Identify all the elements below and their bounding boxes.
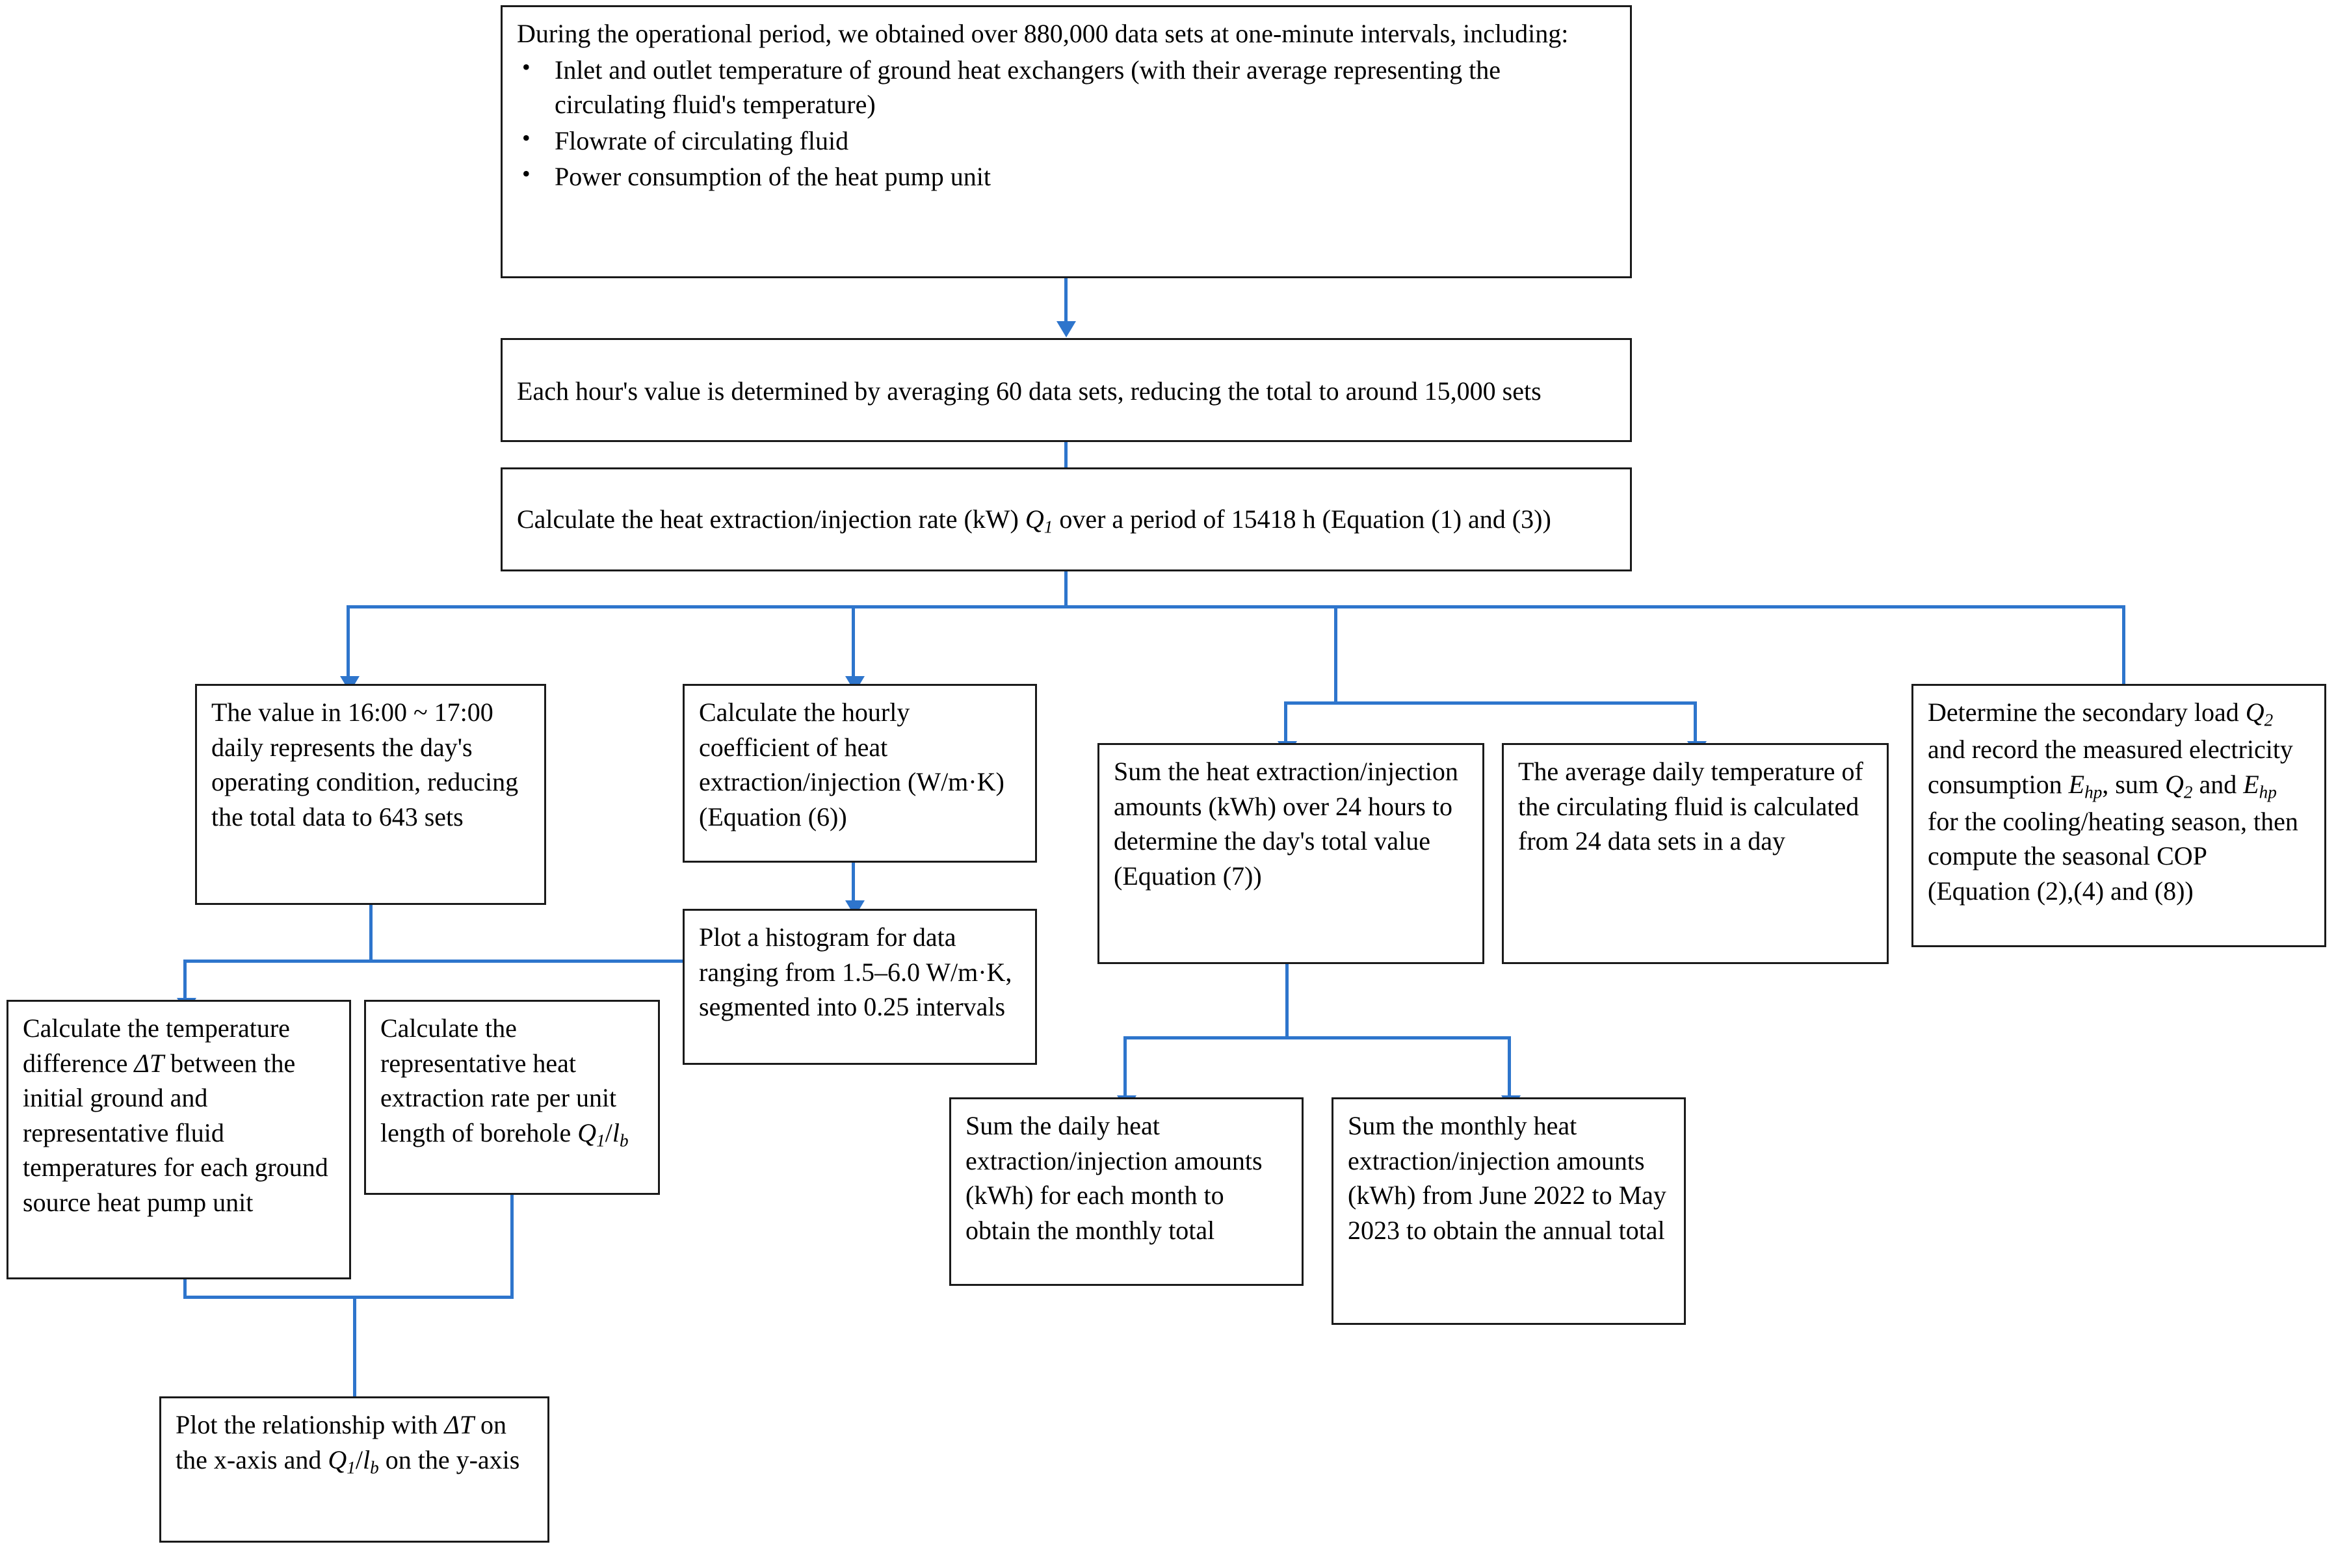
secload-line1: Determine the secondary load — [1928, 698, 2246, 727]
edge-n5-n6 — [852, 863, 855, 902]
node-data-collection-intro: During the operational period, we obtain… — [517, 19, 1569, 48]
node-histogram-plot-text: Plot a histogram for data ranging from 1… — [699, 922, 1012, 1022]
edge-n3-bus-stem — [1064, 571, 1068, 607]
edge-n7-split-bus — [1123, 1036, 1511, 1039]
node-hourly-averaging-text: Each hour's value is determined by avera… — [517, 376, 1542, 406]
node-average-daily-fluid-temp: The average daily temperature of the cir… — [1502, 743, 1889, 964]
arrow-n1-n2-icon — [1056, 321, 1076, 337]
node-data-collection: During the operational period, we obtain… — [501, 5, 1632, 278]
node-secondary-load-cop: Determine the secondary load Q2 and reco… — [1911, 684, 2326, 947]
node-daily-representative-value: The value in 16:00 ~ 17:00 daily represe… — [195, 684, 546, 905]
node-annual-sum: Sum the monthly heat extraction/injectio… — [1332, 1097, 1686, 1325]
symbol-q1-subscript: 1 — [1043, 517, 1053, 538]
symbol-slash-rep: / — [605, 1117, 612, 1147]
relplot-text-after: on the y-axis — [378, 1444, 520, 1474]
tempdiff-text-before: Calculate the temperature difference — [23, 1013, 290, 1078]
node-hourly-averaging: Each hour's value is determined by avera… — [501, 338, 1632, 442]
edge-n7-stem — [1285, 964, 1289, 1039]
edge-merge-bus — [183, 1296, 514, 1299]
secload-line4: and — [2192, 769, 2244, 799]
edge-split-to-n13 — [1508, 1036, 1511, 1097]
node-average-daily-fluid-temp-text: The average daily temperature of the cir… — [1518, 757, 1863, 856]
symbol-ehp-b-subscript: hp — [2259, 782, 2277, 802]
edge-n10-down — [183, 1279, 187, 1298]
symbol-q1-plot-subscript: 1 — [347, 1457, 356, 1478]
symbol-ehp-a-subscript: hp — [2084, 782, 2103, 802]
node-heat-rate-calc: Calculate the heat extraction/injection … — [501, 467, 1632, 571]
symbol-lb-plot: l — [362, 1444, 371, 1474]
symbol-q2-b-subscript: 2 — [2183, 782, 2193, 802]
symbol-lb-plot-subscript: b — [370, 1457, 379, 1478]
node-monthly-sum: Sum the daily heat extraction/injection … — [949, 1097, 1304, 1286]
edge-bus-to-subsplit — [1334, 605, 1337, 704]
heat-rate-text-before: Calculate the heat extraction/injection … — [517, 504, 1025, 534]
edge-n4-stem — [369, 905, 373, 962]
heat-rate-text-after: over a period of 15418 h (Equation (1) a… — [1053, 504, 1551, 534]
secload-line2: and record the measured electricity cons… — [1928, 735, 2293, 799]
symbol-delta-t-plot: ΔT — [444, 1410, 475, 1439]
node-daily-sum-24h: Sum the heat extraction/injection amount… — [1097, 743, 1484, 964]
tempdiff-text-after: between the initial ground and represent… — [23, 1048, 328, 1217]
secload-line3: , sum — [2102, 769, 2165, 799]
edge-n4-split-bus — [183, 960, 706, 963]
edge-subsplit-bus — [1284, 701, 1697, 705]
list-item: Power consumption of the heat pump unit — [517, 158, 1617, 194]
symbol-q1-rep-subscript: 1 — [596, 1130, 605, 1151]
node-hourly-coefficient-text: Calculate the hourly coefficient of heat… — [699, 698, 1004, 831]
symbol-ehp-b: E — [2243, 769, 2259, 799]
secload-line5: for the cooling/heating season, then com… — [1928, 806, 2298, 906]
node-annual-sum-text: Sum the monthly heat extraction/injectio… — [1348, 1111, 1666, 1245]
edge-subsplit-to-n7 — [1284, 701, 1287, 743]
edge-n2-n3 — [1064, 442, 1068, 467]
node-histogram-plot: Plot a histogram for data ranging from 1… — [683, 909, 1037, 1065]
node-relationship-plot: Plot the relationship with ΔT on the x-a… — [159, 1396, 549, 1543]
repheat-text-before: Calculate the representative heat extrac… — [380, 1013, 617, 1147]
edge-bus-to-n5 — [852, 605, 855, 677]
node-temperature-difference: Calculate the temperature difference ΔT … — [7, 1000, 351, 1279]
edge-n11-down — [510, 1195, 514, 1298]
symbol-lb-rep-subscript: b — [619, 1130, 629, 1151]
edge-main-bus — [347, 605, 2125, 608]
relplot-text-mid: on the x-axis and — [176, 1410, 507, 1474]
symbol-delta-t: ΔT — [134, 1048, 164, 1078]
relplot-text-before: Plot the relationship with — [176, 1410, 445, 1439]
edge-n1-n2 — [1064, 278, 1068, 322]
symbol-q1: Q — [1025, 504, 1044, 534]
edge-split-to-n12 — [1123, 1036, 1127, 1097]
node-heat-rate-calc-text: Calculate the heat extraction/injection … — [517, 502, 1551, 539]
edge-subsplit-to-n8 — [1694, 701, 1697, 743]
symbol-q1-rep: Q — [577, 1117, 597, 1147]
node-hourly-coefficient: Calculate the hourly coefficient of heat… — [683, 684, 1037, 863]
node-daily-sum-24h-text: Sum the heat extraction/injection amount… — [1114, 757, 1458, 891]
node-monthly-sum-text: Sum the daily heat extraction/injection … — [965, 1111, 1263, 1245]
node-relationship-plot-text: Plot the relationship with ΔT on the x-a… — [176, 1407, 534, 1480]
node-temperature-difference-text: Calculate the temperature difference ΔT … — [23, 1011, 336, 1220]
symbol-lb-rep: l — [612, 1117, 620, 1147]
node-representative-heat-rate-text: Calculate the representative heat extrac… — [380, 1011, 645, 1153]
node-daily-representative-value-text: The value in 16:00 ~ 17:00 daily represe… — [211, 698, 519, 831]
list-item: Inlet and outlet temperature of ground h… — [517, 51, 1617, 122]
node-data-collection-bullets: Inlet and outlet temperature of ground h… — [517, 51, 1617, 194]
symbol-q2-b: Q — [2164, 769, 2184, 799]
list-item: Flowrate of circulating fluid — [517, 122, 1617, 159]
node-secondary-load-cop-text: Determine the secondary load Q2 and reco… — [1928, 695, 2311, 908]
edge-bus-to-n9 — [2122, 605, 2125, 684]
symbol-q2-a-subscript: 2 — [2264, 710, 2274, 730]
symbol-q2-a: Q — [2245, 698, 2264, 727]
edge-split-to-n10 — [183, 960, 187, 1000]
edge-bus-to-n4 — [347, 605, 350, 677]
node-representative-heat-rate: Calculate the representative heat extrac… — [364, 1000, 660, 1195]
edge-merge-to-n14 — [353, 1296, 356, 1398]
symbol-q1-plot: Q — [328, 1444, 347, 1474]
symbol-slash-plot: / — [355, 1444, 363, 1474]
symbol-ehp-a: E — [2068, 769, 2085, 799]
